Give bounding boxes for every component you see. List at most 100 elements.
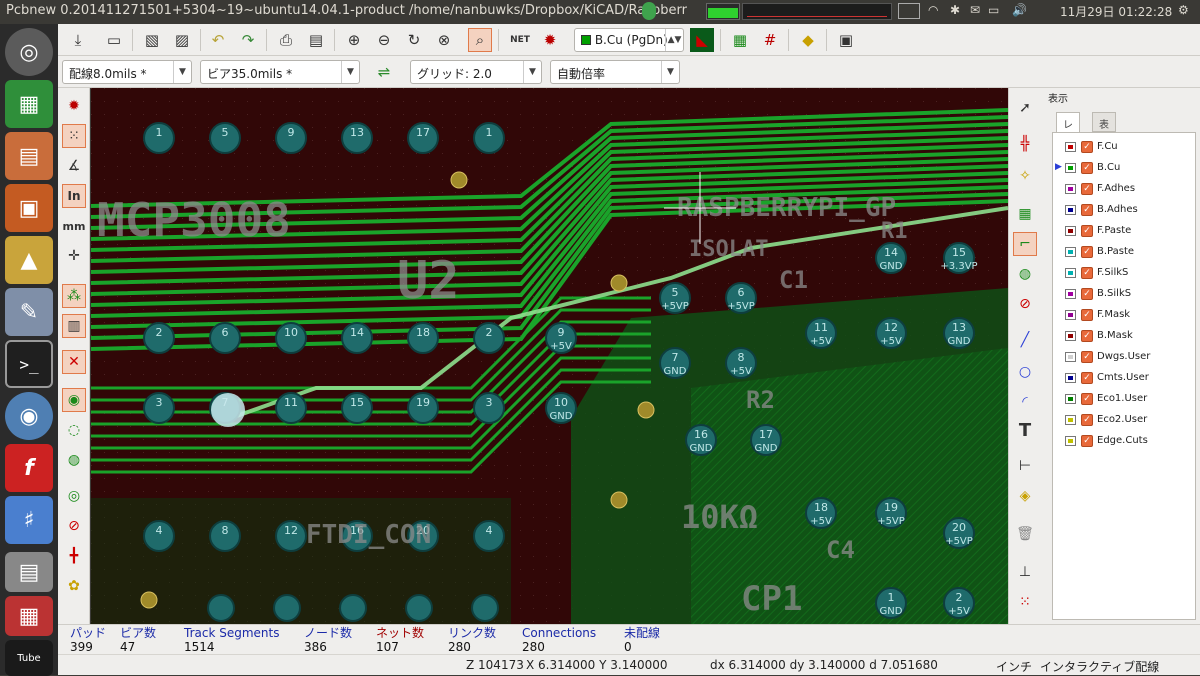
layer-row[interactable]: ✓Cmts.User bbox=[1053, 368, 1193, 388]
units-inch-button[interactable]: In bbox=[62, 184, 86, 208]
layer-color-swatch[interactable] bbox=[1065, 142, 1076, 152]
autorouter-icon[interactable]: ◆ bbox=[802, 31, 814, 49]
layer-color-swatch[interactable] bbox=[1065, 226, 1076, 236]
zoom-out-icon[interactable]: ⊖ bbox=[377, 31, 391, 49]
layer-visibility-checkbox[interactable]: ✓ bbox=[1081, 141, 1093, 153]
document-viewer-icon[interactable]: ✎ bbox=[5, 288, 53, 336]
monodevelop-icon[interactable]: ♯ bbox=[5, 496, 53, 544]
delete-icon[interactable]: 🗑 bbox=[1016, 526, 1034, 542]
layer-visibility-checkbox[interactable]: ✓ bbox=[1081, 351, 1093, 363]
layer-row[interactable]: ✓F.Mask bbox=[1053, 305, 1193, 325]
mode-track-icon[interactable]: # bbox=[763, 31, 777, 49]
layer-visibility-checkbox[interactable]: ✓ bbox=[1081, 162, 1093, 174]
file-manager-icon[interactable]: ▤ bbox=[5, 132, 53, 180]
layer-color-swatch[interactable] bbox=[1065, 436, 1076, 446]
multimedia-icon[interactable]: ▦ bbox=[5, 596, 53, 636]
save-icon[interactable]: ⤓ bbox=[74, 31, 82, 49]
layer-color-swatch[interactable] bbox=[1065, 247, 1076, 257]
layer-color-swatch[interactable] bbox=[1065, 163, 1076, 173]
add-zone-icon[interactable]: ◍ bbox=[1018, 266, 1032, 282]
layer-row[interactable]: ▶✓B.Cu bbox=[1053, 158, 1193, 178]
layer-row[interactable]: ✓Dwgs.User bbox=[1053, 347, 1193, 367]
add-circle-icon[interactable]: ○ bbox=[1018, 364, 1032, 380]
layer-color-swatch[interactable] bbox=[1065, 373, 1076, 383]
add-line-icon[interactable]: ╱ bbox=[1020, 332, 1030, 348]
layer-row[interactable]: ✓F.Cu bbox=[1053, 137, 1193, 157]
pcb-canvas[interactable]: 123456789101112131415161718192012345+5VP… bbox=[90, 88, 1009, 624]
font-manager-icon[interactable]: f bbox=[5, 444, 53, 492]
layer-color-swatch[interactable] bbox=[1065, 184, 1076, 194]
layer-row[interactable]: ✓B.Adhes bbox=[1053, 200, 1193, 220]
system-monitor-graph[interactable] bbox=[706, 3, 740, 20]
layer-row[interactable]: ✓B.Paste bbox=[1053, 242, 1193, 262]
layer-visibility-checkbox[interactable]: ✓ bbox=[1081, 183, 1093, 195]
redo-icon[interactable]: ↷ bbox=[241, 31, 255, 49]
auto-delete-track-icon[interactable]: ✕ bbox=[62, 350, 86, 374]
layer-visibility-checkbox[interactable]: ✓ bbox=[1081, 330, 1093, 342]
stacked-app-icon[interactable]: ▤ bbox=[5, 552, 53, 592]
grid-select[interactable]: グリッド: 2.0▼ bbox=[410, 60, 542, 84]
module-ratsnest-icon[interactable]: ▥ bbox=[62, 314, 86, 338]
page-settings-icon[interactable]: ▭ bbox=[106, 31, 122, 49]
youtube-app-icon[interactable]: Tube bbox=[5, 640, 53, 676]
zone-fill-icon[interactable]: ◍ bbox=[67, 452, 81, 468]
layer-color-swatch[interactable] bbox=[1065, 268, 1076, 278]
keepout-area-icon[interactable]: ⊘ bbox=[1019, 296, 1031, 312]
scripting-console-icon[interactable]: ▣ bbox=[838, 31, 854, 49]
layer-visibility-checkbox[interactable]: ✓ bbox=[1081, 246, 1093, 258]
layer-visibility-checkbox[interactable]: ✓ bbox=[1081, 267, 1093, 279]
grid-origin-icon[interactable]: ⁙ bbox=[1019, 594, 1031, 610]
zoom-fit-icon[interactable]: ⊗ bbox=[437, 31, 451, 49]
wifi-icon[interactable]: ◠ bbox=[928, 3, 939, 17]
layer-color-swatch[interactable] bbox=[1065, 331, 1076, 341]
print-icon[interactable]: ⎙ bbox=[279, 31, 292, 49]
add-module-icon[interactable]: ▦ bbox=[1018, 206, 1032, 222]
track-sketch-icon[interactable]: ╋ bbox=[69, 548, 79, 564]
polar-coords-icon[interactable]: ∡ bbox=[67, 158, 81, 174]
add-dimension-icon[interactable]: ⊢ bbox=[1018, 458, 1032, 474]
presentation-icon[interactable]: ▣ bbox=[5, 184, 53, 232]
layer-visibility-checkbox[interactable]: ✓ bbox=[1081, 372, 1093, 384]
volume-icon[interactable]: 🔊 bbox=[1012, 3, 1027, 17]
layer-row[interactable]: ✓Edge.Cuts bbox=[1053, 431, 1193, 451]
battery-icon[interactable]: ▭ bbox=[988, 3, 1000, 17]
network-monitor-graph[interactable] bbox=[742, 3, 892, 20]
via-size-select[interactable]: ビア35.0mils *▼ bbox=[200, 60, 360, 84]
undo-icon[interactable]: ↶ bbox=[211, 31, 225, 49]
highlight-net-icon[interactable]: ╬ bbox=[1020, 136, 1030, 152]
pad-sketch-icon[interactable]: ◎ bbox=[67, 488, 81, 504]
layer-row[interactable]: ✓Eco2.User bbox=[1053, 410, 1193, 430]
tab-layers[interactable]: レイヤ bbox=[1056, 112, 1080, 161]
add-track-icon[interactable]: ⌐ bbox=[1013, 232, 1037, 256]
add-target-icon[interactable]: ◈ bbox=[1019, 488, 1031, 504]
layer-visibility-checkbox[interactable]: ✓ bbox=[1081, 309, 1093, 321]
add-arc-icon[interactable]: ◜ bbox=[1022, 394, 1028, 410]
local-ratsnest-icon[interactable]: ✧ bbox=[1019, 168, 1031, 184]
layer-visibility-checkbox[interactable]: ✓ bbox=[1081, 225, 1093, 237]
layer-select[interactable]: B.Cu (PgDn) ▲▼ bbox=[574, 28, 684, 52]
auto-track-width-icon[interactable]: ⇌ bbox=[377, 63, 391, 81]
layer-color-swatch[interactable] bbox=[1065, 205, 1076, 215]
layer-row[interactable]: ✓F.Adhes bbox=[1053, 179, 1193, 199]
drc-off-icon[interactable]: ✹ bbox=[68, 98, 80, 114]
cursor-shape-icon[interactable]: ✛ bbox=[68, 248, 80, 264]
zone-outline-icon[interactable]: ◌ bbox=[67, 422, 81, 438]
keyboard-icon[interactable] bbox=[898, 3, 920, 19]
zoom-in-icon[interactable]: ⊕ bbox=[347, 31, 361, 49]
chromium-icon[interactable]: ◉ bbox=[5, 392, 53, 440]
image-viewer-icon[interactable]: ▲ bbox=[5, 236, 53, 284]
layer-pair-icon[interactable]: ◣ bbox=[690, 28, 714, 52]
module-editor-icon[interactable]: ▧ bbox=[144, 31, 160, 49]
place-origin-icon[interactable]: ⊥ bbox=[1018, 564, 1032, 580]
layer-visibility-checkbox[interactable]: ✓ bbox=[1081, 288, 1093, 300]
layer-row[interactable]: ✓B.SilkS bbox=[1053, 284, 1193, 304]
track-width-select[interactable]: 配線8.0mils *▼ bbox=[62, 60, 192, 84]
layer-visibility-checkbox[interactable]: ✓ bbox=[1081, 393, 1093, 405]
add-text-icon[interactable]: T bbox=[1018, 419, 1032, 441]
units-mm-button[interactable]: mm bbox=[62, 219, 86, 233]
layer-visibility-checkbox[interactable]: ✓ bbox=[1081, 435, 1093, 447]
mode-footprint-icon[interactable]: ▦ bbox=[732, 31, 748, 49]
via-sketch-icon[interactable]: ⊘ bbox=[68, 518, 80, 534]
netlist-icon[interactable]: NET bbox=[510, 35, 530, 45]
layer-color-swatch[interactable] bbox=[1065, 310, 1076, 320]
